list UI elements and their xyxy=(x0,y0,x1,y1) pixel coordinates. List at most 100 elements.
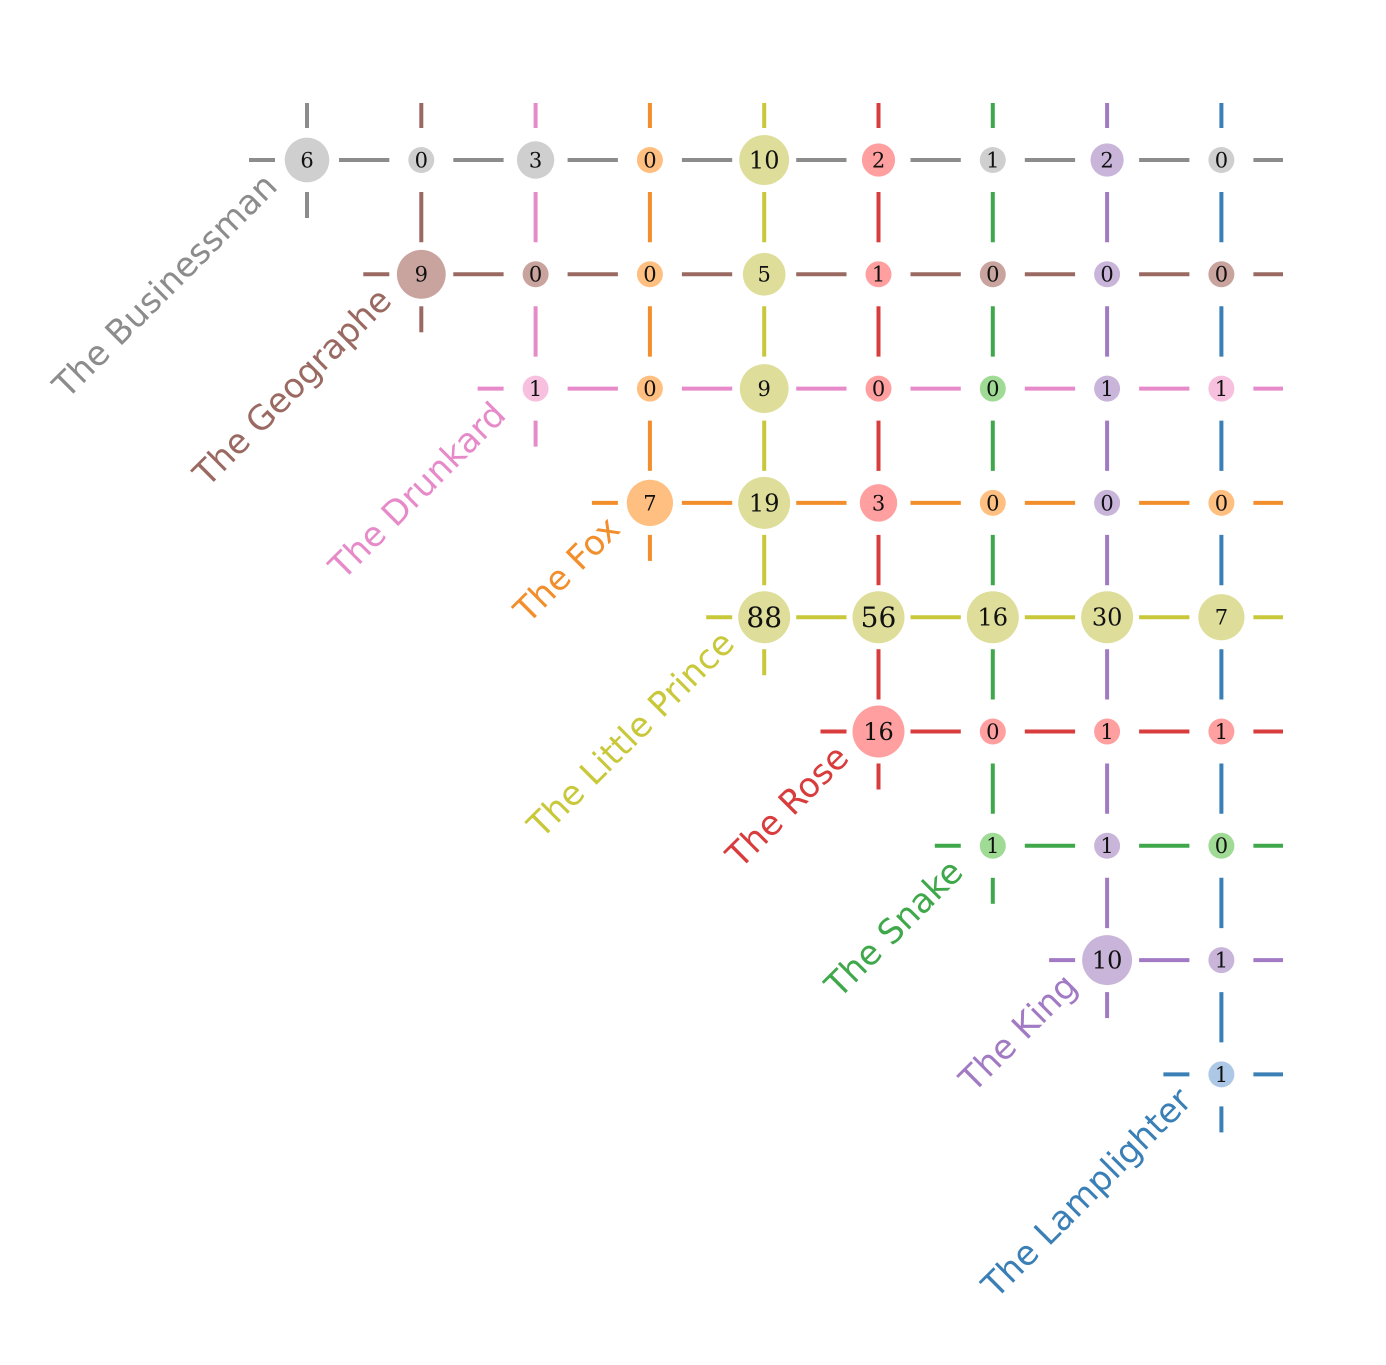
node-value: 88 xyxy=(746,601,782,634)
matrix-node: 16 xyxy=(852,705,905,758)
node-circle xyxy=(408,147,435,173)
matrix-node: 10 xyxy=(1082,935,1133,986)
matrix-node: 1 xyxy=(979,832,1006,859)
matrix-node: 9 xyxy=(739,364,789,414)
character-label: The Businessman xyxy=(45,166,286,407)
node-value: 1 xyxy=(1215,948,1228,972)
node-value: 16 xyxy=(978,604,1009,632)
matrix-node: 30 xyxy=(1081,591,1134,644)
node-value: 0 xyxy=(986,491,999,515)
node-circle xyxy=(522,261,549,288)
matrix-node: 5 xyxy=(742,252,786,296)
matrix-node: 0 xyxy=(979,261,1006,288)
node-value: 16 xyxy=(863,718,894,746)
node-value: 0 xyxy=(1100,263,1113,287)
node-value: 0 xyxy=(529,263,542,287)
node-circle xyxy=(979,718,1006,745)
node-value: 1 xyxy=(1215,720,1228,744)
node-value: 1 xyxy=(1100,377,1113,401)
node-value: 1 xyxy=(1215,1063,1228,1087)
matrix-node: 0 xyxy=(1208,489,1235,516)
node-circle xyxy=(979,261,1006,288)
matrix-node: 9 xyxy=(396,249,446,299)
matrix-node: 0 xyxy=(1094,489,1121,516)
node-circle xyxy=(739,135,790,185)
matrix-node: 0 xyxy=(979,375,1006,402)
matrix-node: 1 xyxy=(1094,832,1121,859)
character-label: The Drunkard xyxy=(321,395,514,588)
matrix-node: 7 xyxy=(1198,594,1245,641)
matrix-node: 19 xyxy=(738,476,791,529)
node-value: 2 xyxy=(872,148,885,172)
matrix-node: 3 xyxy=(859,484,898,522)
character-label: The Lamplighter xyxy=(974,1080,1200,1306)
node-circle xyxy=(739,364,789,414)
node-circle xyxy=(742,252,786,296)
node-value: 3 xyxy=(872,491,885,515)
node-value: 6 xyxy=(300,148,313,172)
matrix-node: 0 xyxy=(979,489,1006,516)
node-value: 19 xyxy=(749,489,780,517)
node-circle xyxy=(1208,832,1235,859)
node-circle xyxy=(1208,947,1235,974)
node-circle xyxy=(1208,489,1235,516)
node-circle xyxy=(1094,832,1121,859)
node-circle xyxy=(979,832,1006,859)
node-circle xyxy=(979,375,1006,402)
matrix-node: 1 xyxy=(1208,947,1235,974)
node-value: 0 xyxy=(643,377,656,401)
matrix-node: 0 xyxy=(636,147,663,173)
matrix-node: 1 xyxy=(1208,1061,1235,1088)
node-circle xyxy=(865,375,892,402)
node-circle xyxy=(1208,718,1235,745)
matrix-node: 88 xyxy=(738,591,791,644)
node-circle xyxy=(636,147,663,173)
character-label: The Fox xyxy=(506,509,629,632)
matrix-node: 1 xyxy=(522,375,549,402)
matrix-node: 0 xyxy=(979,718,1006,745)
matrix-node: 0 xyxy=(1208,832,1235,859)
node-circle xyxy=(1208,1061,1235,1088)
matrix-node: 0 xyxy=(1208,261,1235,288)
node-circle xyxy=(396,249,446,299)
matrix-node: 10 xyxy=(739,135,790,185)
character-label: The Rose xyxy=(718,738,857,877)
node-circle xyxy=(636,261,663,288)
node-circle xyxy=(284,137,330,183)
matrix-node: 7 xyxy=(626,479,674,527)
matrix-node: 16 xyxy=(966,591,1019,644)
node-circle xyxy=(1081,591,1134,644)
matrix-node: 0 xyxy=(1208,147,1235,173)
node-circle xyxy=(859,484,898,522)
node-value: 10 xyxy=(749,146,780,174)
node-value: 1 xyxy=(1100,720,1113,744)
node-value: 9 xyxy=(758,377,771,401)
node-value: 3 xyxy=(529,148,542,172)
node-value: 1 xyxy=(529,377,542,401)
node-value: 1 xyxy=(986,834,999,858)
node-value: 0 xyxy=(643,263,656,287)
character-label: The Geographe xyxy=(185,280,400,495)
node-value: 30 xyxy=(1092,604,1123,632)
node-value: 7 xyxy=(643,491,656,515)
node-value: 9 xyxy=(415,263,428,287)
matrix-node: 1 xyxy=(1094,718,1121,745)
node-circle xyxy=(979,489,1006,516)
matrix-node: 1 xyxy=(1094,375,1121,402)
matrix-node: 0 xyxy=(865,375,892,402)
node-value: 1 xyxy=(1100,834,1113,858)
node-circle xyxy=(516,141,555,179)
character-label: The Little Prince xyxy=(519,623,742,846)
matrix-node: 1 xyxy=(1208,375,1235,402)
node-circle xyxy=(1208,375,1235,402)
node-value: 0 xyxy=(415,148,428,172)
node-value: 0 xyxy=(1215,148,1228,172)
node-value: 0 xyxy=(986,377,999,401)
matrix-node: 56 xyxy=(852,591,905,644)
matrix-node: 2 xyxy=(861,143,896,177)
node-value: 10 xyxy=(1092,947,1123,975)
node-value: 0 xyxy=(986,263,999,287)
node-circle xyxy=(636,375,663,402)
node-circle xyxy=(1090,143,1124,177)
node-circle xyxy=(1082,935,1133,986)
